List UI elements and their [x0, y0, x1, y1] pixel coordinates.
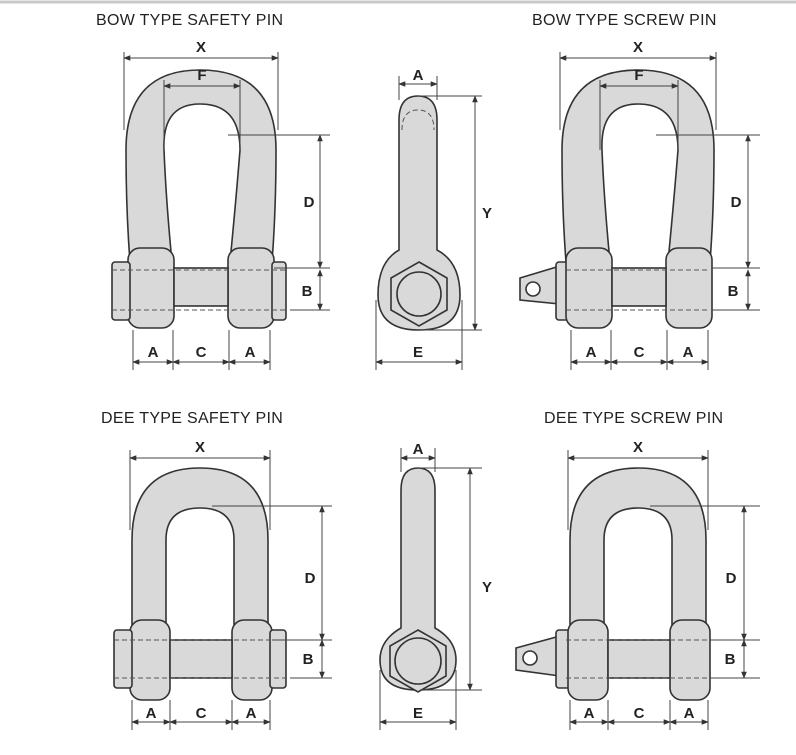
dee-nut-left: [113, 629, 133, 689]
dee-screw-tab-hole: [522, 650, 538, 666]
label-c: C: [196, 344, 207, 361]
label-dee-c: C: [196, 705, 207, 722]
label-screw-b: B: [728, 283, 739, 300]
label-screw-a-right: A: [683, 344, 694, 361]
label-dee-screw-d: D: [726, 570, 737, 587]
dee-pin: [169, 639, 233, 679]
title-dee-safety: DEE TYPE SAFETY PIN: [101, 410, 283, 427]
dee-screw-pin: [607, 639, 671, 679]
label-dee-screw-c: C: [634, 705, 645, 722]
bow-pin: [173, 267, 229, 307]
label-dee-screw-x: X: [633, 439, 643, 456]
label-screw-a-left: A: [586, 344, 597, 361]
label-dee-e: E: [413, 705, 423, 722]
label-y: Y: [482, 205, 492, 222]
dee-body: [131, 467, 269, 633]
dee-screw-shackle: X D B A C A: [515, 439, 760, 730]
screw-tab-hole: [525, 281, 541, 297]
label-screw-c: C: [634, 344, 645, 361]
bow-body: [125, 69, 277, 263]
label-screw-d: D: [731, 194, 742, 211]
label-dee-a-right: A: [246, 705, 257, 722]
label-a-right: A: [245, 344, 256, 361]
dee-nut-right: [269, 629, 287, 689]
label-screw-f: F: [634, 67, 643, 84]
label-dee-x: X: [195, 439, 205, 456]
bow-left-eye: [127, 247, 175, 329]
label-dee-d: D: [305, 570, 316, 587]
label-dee-screw-a-left: A: [584, 705, 595, 722]
dee-side-pin-end: [394, 637, 442, 685]
bow-nut-right: [271, 261, 287, 321]
bow-right-eye: [227, 247, 275, 329]
dee-screw-body: [569, 467, 707, 633]
dee-screw-left-eye: [567, 619, 609, 701]
title-bow-screw: BOW TYPE SCREW PIN: [532, 12, 717, 29]
label-dee-screw-a-right: A: [684, 705, 695, 722]
label-side-a: A: [413, 67, 424, 84]
label-b: B: [302, 283, 313, 300]
screw-pin: [611, 267, 667, 307]
bow-nut-left: [111, 261, 131, 321]
screw-tab: [519, 264, 561, 305]
label-dee-b: B: [303, 651, 314, 668]
label-e: E: [413, 344, 423, 361]
label-f: F: [197, 67, 206, 84]
bow-side-view: A Y E: [375, 67, 492, 370]
bow-screw-shackle: X F D B A C A: [519, 39, 760, 370]
dee-screw-right-eye: [669, 619, 711, 701]
title-bow-safety: BOW TYPE SAFETY PIN: [96, 12, 283, 29]
bow-safety-shackle: X F D B A C A: [111, 39, 330, 370]
label-dee-a-left: A: [146, 705, 157, 722]
label-d: D: [304, 194, 315, 211]
screw-left-eye: [565, 247, 613, 329]
side-pin-end: [396, 271, 442, 317]
dee-safety-shackle: X D B A C A: [113, 439, 332, 730]
label-screw-x: X: [633, 39, 643, 56]
label-dee-screw-b: B: [725, 651, 736, 668]
label-a-left: A: [148, 344, 159, 361]
dee-left-eye: [129, 619, 171, 701]
label-x: X: [196, 39, 206, 56]
label-dee-y: Y: [482, 579, 492, 596]
screw-right-eye: [665, 247, 713, 329]
label-dee-side-a: A: [413, 441, 424, 458]
dee-right-eye: [231, 619, 273, 701]
dee-side-view: A Y E: [379, 441, 492, 730]
bow-screw-body: [561, 69, 715, 263]
title-dee-screw: DEE TYPE SCREW PIN: [544, 410, 723, 427]
